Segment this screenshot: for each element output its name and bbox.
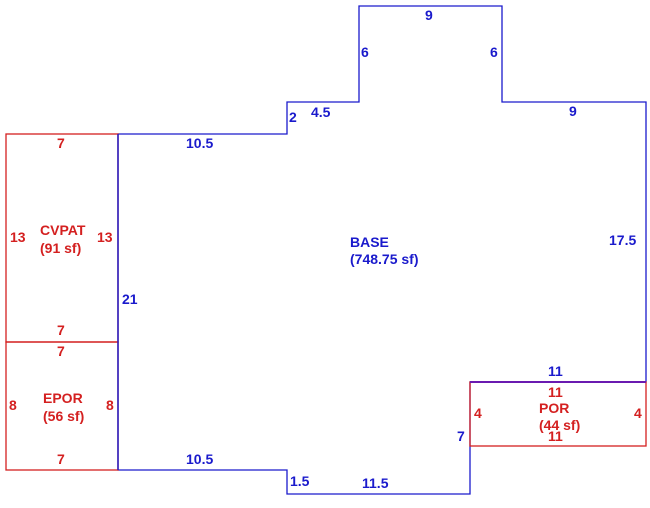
cvpat-dim-top: 7 bbox=[57, 135, 65, 151]
cvpat-name: CVPAT bbox=[40, 222, 86, 238]
base-dim-top-left: 10.5 bbox=[186, 135, 213, 151]
epor-dim-right: 8 bbox=[106, 397, 114, 413]
base-dim-bay-top: 9 bbox=[425, 7, 433, 23]
epor-name: EPOR bbox=[43, 390, 83, 406]
cvpat-dim-right: 13 bbox=[97, 229, 113, 245]
por-name: POR bbox=[539, 400, 569, 416]
base-dim-left: 21 bbox=[122, 291, 138, 307]
base-dim-notch-left: 7 bbox=[457, 428, 465, 444]
base-dim-bottom-right: 11.5 bbox=[362, 475, 389, 491]
base-dim-top-right: 9 bbox=[569, 103, 577, 119]
base-dim-step-left: 2 bbox=[289, 109, 297, 125]
por-dim-right: 4 bbox=[634, 405, 642, 421]
epor-dim-bottom: 7 bbox=[57, 451, 65, 467]
por-area: (44 sf) bbox=[539, 417, 580, 433]
por-dim-bottom: 11 bbox=[548, 428, 563, 444]
epor-dim-left: 8 bbox=[9, 397, 17, 413]
cvpat-dim-left: 13 bbox=[10, 229, 26, 245]
base-dim-bay-right: 6 bbox=[490, 44, 498, 60]
base-dim-bay-left: 6 bbox=[361, 44, 369, 60]
por-dim-top: 11 bbox=[548, 384, 563, 400]
base-area: (748.75 sf) bbox=[350, 251, 418, 267]
base-dim-notch-top: 11 bbox=[548, 363, 563, 379]
base-outline bbox=[117, 5, 647, 495]
por-dim-left: 4 bbox=[474, 405, 482, 421]
base-dim-step-top: 4.5 bbox=[311, 104, 331, 120]
base-dim-bottom-left: 10.5 bbox=[186, 451, 213, 467]
base-dim-right: 17.5 bbox=[609, 232, 636, 248]
cvpat-dim-bottom: 7 bbox=[57, 322, 65, 338]
base-dim-step-bottom: 1.5 bbox=[290, 473, 310, 489]
epor-dim-top: 7 bbox=[57, 343, 65, 359]
base-name: BASE bbox=[350, 234, 389, 250]
epor-area: (56 sf) bbox=[43, 408, 84, 424]
cvpat-area: (91 sf) bbox=[40, 240, 81, 256]
